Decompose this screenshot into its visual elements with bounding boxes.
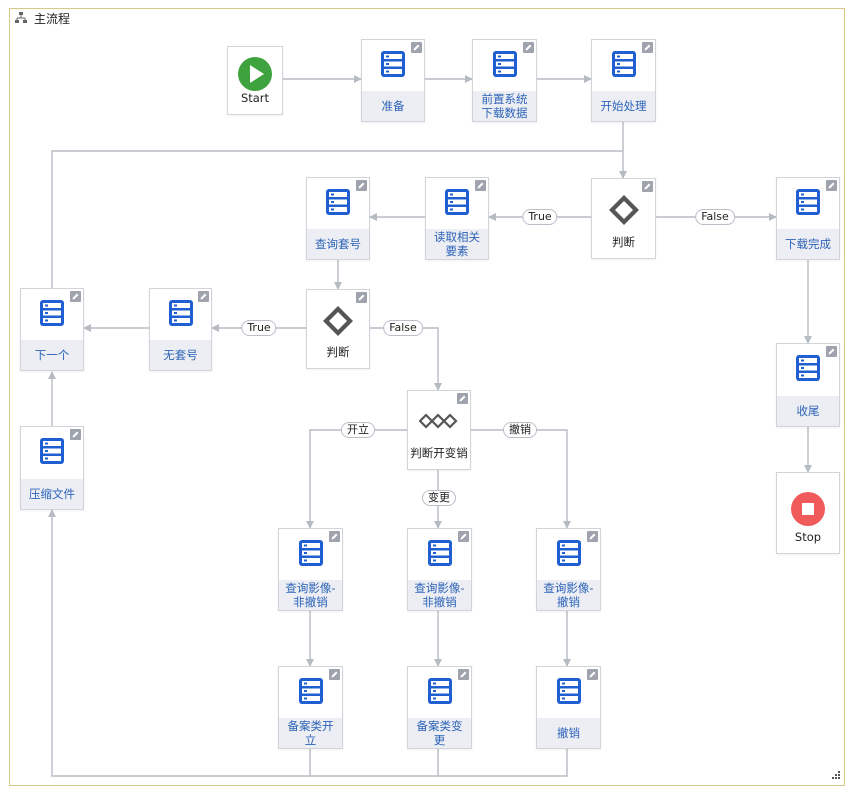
edit-icon[interactable] <box>458 669 469 680</box>
edit-icon[interactable] <box>475 180 486 191</box>
task-begin[interactable]: 开始处理 <box>591 39 656 122</box>
edge-label-false: False <box>695 209 735 225</box>
task-img3[interactable]: 查询影像-撤销 <box>536 528 601 611</box>
server-icon <box>297 539 325 567</box>
server-icon <box>297 677 325 705</box>
play-icon <box>237 56 273 92</box>
server-icon <box>426 677 454 705</box>
node-label: 收尾 <box>777 396 839 426</box>
server-icon <box>555 677 583 705</box>
task-rec2[interactable]: 备案类变更 <box>407 666 472 749</box>
server-icon <box>443 188 471 216</box>
server-icon <box>610 50 638 78</box>
task-rec1[interactable]: 备案类开立 <box>278 666 343 749</box>
server-icon <box>491 50 519 78</box>
server-icon <box>38 299 66 327</box>
edit-icon[interactable] <box>642 181 653 192</box>
stop-icon <box>790 491 826 527</box>
stop-node[interactable]: Stop <box>776 472 840 554</box>
server-icon <box>794 188 822 216</box>
edge-label-open: 开立 <box>341 422 375 438</box>
node-label: 下载完成 <box>777 229 839 259</box>
node-label: 备案类开立 <box>279 718 342 748</box>
edge-judge3-img1 <box>306 429 407 529</box>
edit-icon[interactable] <box>329 531 340 542</box>
edge-label-true: True <box>241 320 277 336</box>
task-next[interactable]: 下一个 <box>20 288 84 371</box>
edit-icon[interactable] <box>356 180 367 191</box>
node-label: 判断开变销 <box>410 446 468 460</box>
node-label: 查询影像-撤销 <box>537 580 600 610</box>
edit-icon[interactable] <box>587 531 598 542</box>
server-icon <box>426 539 454 567</box>
task-cancel[interactable]: 撤销 <box>536 666 601 749</box>
edit-icon[interactable] <box>523 42 534 53</box>
edit-icon[interactable] <box>458 531 469 542</box>
server-icon <box>38 437 66 465</box>
node-label: 查询影像-非撤销 <box>408 580 471 610</box>
edge-cancel-bottom <box>310 749 568 777</box>
task-img2[interactable]: 查询影像-非撤销 <box>407 528 472 611</box>
edit-icon[interactable] <box>356 292 367 303</box>
node-label: 压缩文件 <box>21 479 83 509</box>
node-label: 准备 <box>362 91 424 121</box>
parallel-diamonds-icon <box>419 413 459 429</box>
server-icon <box>794 354 822 382</box>
decision-judge1[interactable]: 判断 <box>591 178 656 259</box>
edit-icon[interactable] <box>70 291 81 302</box>
edit-icon[interactable] <box>457 393 468 404</box>
node-label: 撤销 <box>537 718 600 748</box>
start-node[interactable]: Start <box>227 46 283 115</box>
edit-icon[interactable] <box>826 180 837 191</box>
node-label: Start <box>240 91 270 105</box>
task-read[interactable]: 读取相关要素 <box>425 177 489 260</box>
node-label: 查询影像-非撤销 <box>279 580 342 610</box>
hierarchy-icon <box>15 12 27 23</box>
edge-bottom-compress <box>48 509 311 777</box>
diamond-icon <box>607 193 641 227</box>
edge-label-change: 变更 <box>422 490 456 506</box>
edge-judge3-img3 <box>471 429 571 529</box>
edit-icon[interactable] <box>587 669 598 680</box>
server-icon <box>167 299 195 327</box>
edit-icon[interactable] <box>411 42 422 53</box>
node-label: 无套号 <box>150 340 211 370</box>
node-label: 开始处理 <box>592 91 655 121</box>
decision-judge3[interactable]: 判断开变销 <box>407 390 471 470</box>
task-compress[interactable]: 压缩文件 <box>20 426 84 510</box>
edit-icon[interactable] <box>826 346 837 357</box>
node-label: 判断 <box>326 345 350 359</box>
edit-icon[interactable] <box>642 42 653 53</box>
server-icon <box>379 50 407 78</box>
task-img1[interactable]: 查询影像-非撤销 <box>278 528 343 611</box>
node-label: 下一个 <box>21 340 83 370</box>
diagram-title-text: 主流程 <box>34 11 71 26</box>
edit-icon[interactable] <box>329 669 340 680</box>
edge-label-true: True <box>522 209 558 225</box>
task-query[interactable]: 查询套号 <box>306 177 370 260</box>
node-label: Stop <box>794 530 822 544</box>
edge-next-judge1 <box>51 150 623 289</box>
node-label: 判断 <box>612 235 635 249</box>
edge-label-false: False <box>383 320 423 336</box>
server-icon <box>555 539 583 567</box>
diagram-title: 主流程 <box>14 10 70 26</box>
node-label: 备案类变更 <box>408 718 471 748</box>
task-done[interactable]: 下载完成 <box>776 177 840 260</box>
server-icon <box>324 188 352 216</box>
task-closing[interactable]: 收尾 <box>776 343 840 427</box>
task-download[interactable]: 前置系统下载数据 <box>472 39 537 122</box>
edge-judge2-judge3 <box>370 327 442 391</box>
node-label: 读取相关要素 <box>426 229 488 259</box>
task-prepare[interactable]: 准备 <box>361 39 425 122</box>
node-label: 前置系统下载数据 <box>473 91 536 121</box>
edit-icon[interactable] <box>198 291 209 302</box>
resize-grip-icon[interactable] <box>832 771 840 779</box>
diamond-icon <box>321 304 355 338</box>
decision-judge2[interactable]: 判断 <box>306 289 370 369</box>
task-noset[interactable]: 无套号 <box>149 288 212 371</box>
edge-label-revoke: 撤销 <box>503 422 537 438</box>
node-label: 查询套号 <box>307 229 369 259</box>
edit-icon[interactable] <box>70 429 81 440</box>
